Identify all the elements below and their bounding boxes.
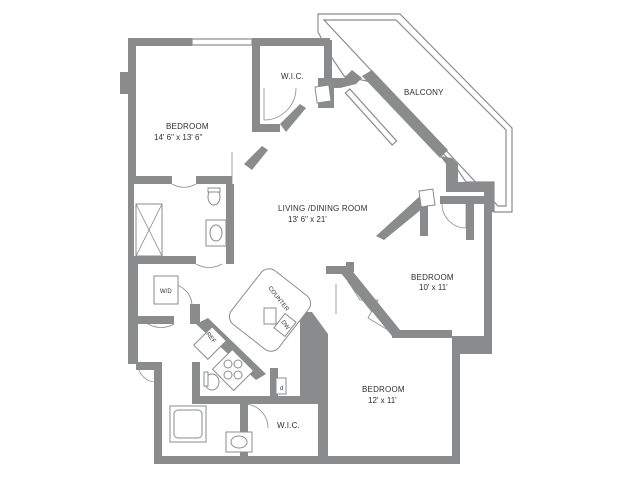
bedroom-2-size: 10' x 11' bbox=[419, 283, 448, 292]
room-labels: BEDROOM 14' 6" x 13' 6" W.I.C. BALCONY L… bbox=[154, 72, 454, 430]
living-dining-name: LIVING /DINING ROOM bbox=[278, 204, 368, 213]
bedroom-1-name: BEDROOM bbox=[166, 122, 209, 131]
doors bbox=[137, 87, 467, 430]
wic-2-name: W.I.C. bbox=[277, 421, 300, 430]
bedroom-3-size: 12' x 11' bbox=[368, 396, 397, 405]
exterior-walls bbox=[120, 38, 494, 464]
interior-walls bbox=[134, 46, 484, 456]
dishwasher-label: DW bbox=[279, 320, 290, 332]
bath-fixtures bbox=[135, 187, 253, 453]
bedroom-1-size: 14' 6" x 13' 6" bbox=[154, 133, 202, 142]
d-label: d bbox=[280, 386, 283, 392]
living-dining-size: 13' 6" x 21' bbox=[288, 215, 327, 224]
wic-1-name: W.I.C. bbox=[281, 72, 304, 81]
balcony-name: BALCONY bbox=[404, 88, 444, 97]
balcony-outline bbox=[317, 13, 513, 213]
bedroom-3-name: BEDROOM bbox=[362, 385, 405, 394]
bedroom-2-name: BEDROOM bbox=[411, 273, 454, 282]
washer-dryer-label: W/D bbox=[160, 289, 172, 295]
laundry-closet bbox=[153, 84, 436, 314]
kitchen-fixtures bbox=[193, 268, 312, 395]
